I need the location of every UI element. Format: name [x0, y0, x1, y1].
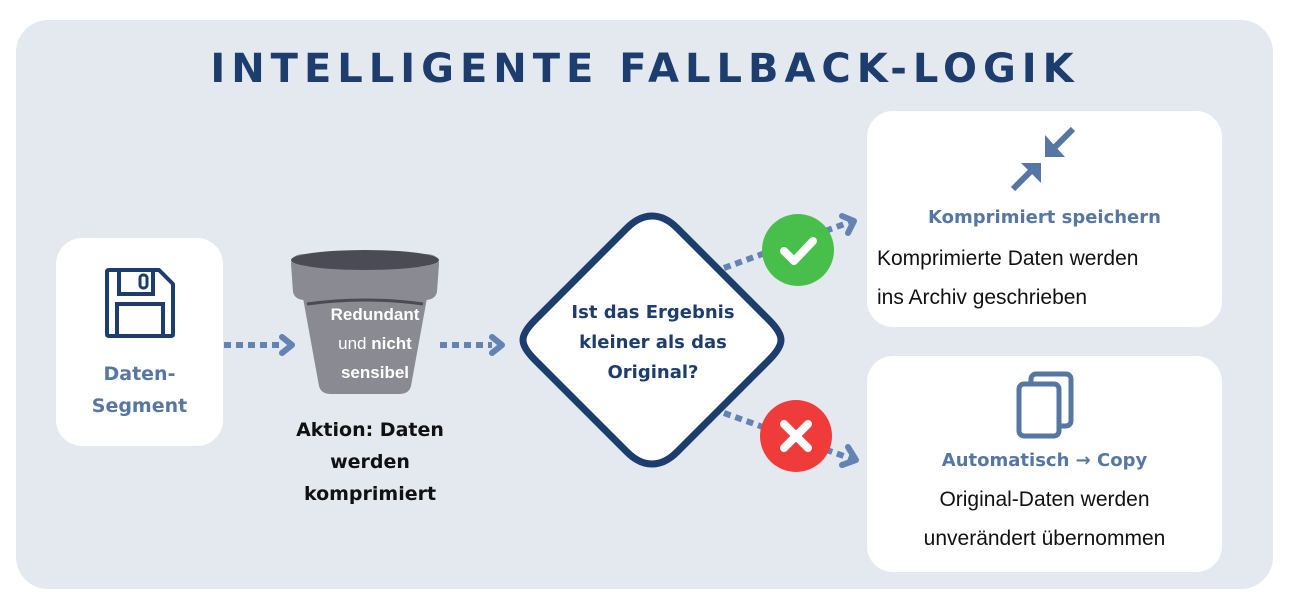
data-segment-label: Daten- Segment: [56, 358, 223, 422]
cross-icon: [780, 420, 812, 452]
pot-label-line1: Redundant: [330, 305, 420, 324]
pot-label-line3: sensibel: [340, 363, 410, 382]
copy-pages-icon: [1016, 371, 1074, 439]
data-segment-card: Daten- Segment: [56, 238, 223, 446]
arrow-no-branch: [722, 410, 859, 468]
result-title-copy: Automatisch → Copy: [941, 450, 1148, 471]
pot-label-line2-bold: nicht: [371, 334, 412, 353]
result-desc-line2: ins Archiv geschrieben: [877, 286, 1088, 309]
arrow-segment-to-pot: [224, 334, 295, 356]
decision-line2: kleiner als das: [579, 332, 727, 353]
diagram-title: INTELLIGENTE FALLBACK-LOGIK: [210, 46, 1080, 92]
action-line3: komprimiert: [303, 483, 437, 505]
data-segment-label-line2: Segment: [91, 395, 188, 417]
cross-badge: [760, 400, 832, 472]
flower-pot-icon: [291, 250, 439, 394]
pot-label-line2-regular: und: [338, 334, 372, 353]
decision-line3: Original?: [607, 362, 699, 383]
action-line2: werden: [330, 451, 410, 473]
result-card-compressed: Komprimiert speichern Komprimierte Daten…: [867, 111, 1222, 327]
decision-diamond: [519, 212, 785, 468]
checkmark-badge: [762, 214, 834, 286]
decision-line1: Ist das Ergebnis: [571, 302, 735, 323]
result-desc-copy: Original-Daten werden unverändert überno…: [867, 480, 1222, 558]
result-desc-line2: unverändert übernommen: [923, 527, 1166, 550]
pot-label: Redundant und nicht sensibel: [300, 300, 450, 387]
action-caption: Aktion: Daten werden komprimiert: [270, 414, 470, 510]
decision-question: Ist das Ergebnis kleiner als das Origina…: [540, 298, 766, 388]
result-desc-line1: Komprimierte Daten werden: [877, 247, 1139, 270]
arrow-pot-to-decision: [440, 334, 505, 356]
result-desc-compressed: Komprimierte Daten werden ins Archiv ges…: [867, 239, 1232, 317]
action-line1: Aktion: Daten: [296, 419, 444, 441]
checkmark-icon: [780, 237, 817, 265]
compress-arrows-icon: [1010, 126, 1076, 192]
data-segment-label-line1: Daten-: [103, 363, 176, 385]
floppy-disk-icon: [105, 268, 175, 338]
result-desc-line1: Original-Daten werden: [939, 488, 1150, 511]
arrow-yes-branch: [722, 213, 857, 271]
result-title-compressed: Komprimiert speichern: [928, 207, 1161, 228]
result-card-copy: Automatisch → Copy Original-Daten werden…: [867, 356, 1222, 572]
